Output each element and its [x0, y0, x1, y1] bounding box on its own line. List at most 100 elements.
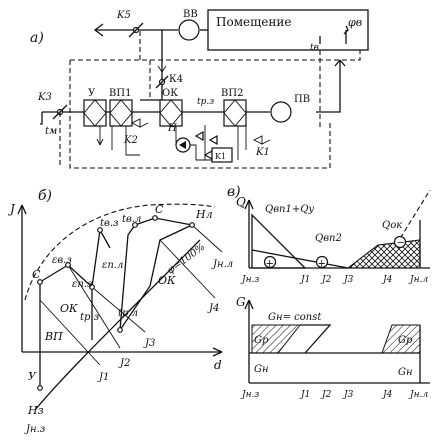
tvl-label: tв.л [122, 214, 141, 225]
vp1-pipe-arrow [96, 138, 104, 146]
u-label: У [88, 88, 96, 99]
pump-arrow-icon [179, 141, 186, 149]
q-tick-jnz: Jн.з [240, 275, 259, 285]
vp2-heater-box [223, 99, 247, 127]
vp1-pipes [99, 126, 113, 150]
humidifier-diamond-icon [83, 99, 107, 127]
point-tvz [97, 227, 103, 233]
tm-label: tм [45, 126, 57, 137]
point-hnz [37, 385, 43, 391]
q-vp1-area [251, 213, 307, 269]
k4-label: К4 [169, 74, 183, 85]
control-line-bottom [69, 60, 331, 169]
gn-right-label: Gн [398, 367, 413, 378]
jnz-diag-label: Jн.з [24, 424, 45, 435]
gp-left-slope [300, 324, 332, 354]
ok-valve-a-icon [194, 130, 204, 142]
vp2-pipes [237, 126, 247, 160]
point-tvl [132, 222, 138, 228]
gp-right-label: Gр [398, 335, 413, 346]
pv-label: ПВ [294, 94, 310, 105]
iso-j3 [91, 286, 146, 333]
bv-fan-icon [178, 19, 200, 41]
vp-label: ВП [44, 330, 63, 343]
point-c-mid [65, 262, 71, 268]
g-tick-j3: J3 [342, 390, 354, 400]
controller-box [211, 147, 233, 163]
iso-j1 [39, 299, 101, 366]
j4-diag-label: J4 [207, 303, 219, 314]
plus-sign-2-glyph: + [318, 259, 326, 270]
phi-sensor [343, 25, 349, 44]
outdoor-air-inlet-corner [40, 112, 43, 125]
panel-label-a: а) [30, 30, 44, 46]
supply-to-room-duct [316, 60, 341, 113]
point-c-left [37, 279, 43, 285]
room-label: Помещение [216, 15, 291, 29]
q-axis-label: Q [236, 195, 246, 209]
summer-line [119, 224, 193, 331]
q-ok-dashed [395, 189, 431, 246]
k2-label: K2 [123, 135, 138, 146]
j-axis-arrow-icon [17, 204, 27, 215]
g-tick-jnz: Jн.з [240, 390, 259, 400]
q-axis-arrow-icon [244, 199, 254, 210]
k2-valve-icon [130, 118, 149, 128]
ventilation-scheme: а) Помещение ВВ K5 К4 tм K3 [30, 9, 369, 169]
u-diag-label: У [28, 370, 37, 383]
summer-heater [119, 224, 136, 331]
g-axis-arrow-icon [244, 299, 254, 310]
g-chart: G Gн= const Gр Gн Gр Gн Jн.з J1 J2 J3 J4… [236, 295, 430, 400]
k5-label: K5 [116, 10, 131, 21]
k5-damper-blade [128, 22, 144, 38]
plus-sign-1-glyph: + [266, 259, 274, 270]
g-tick-j2: J2 [320, 390, 332, 400]
c-right-label: C [155, 203, 164, 216]
k4-arrow-icon [157, 65, 167, 73]
phi-v-label: φв [348, 16, 362, 29]
ok-right-label: ОК [158, 274, 176, 287]
j3-diag-label: J3 [143, 338, 155, 349]
q-tick-j3: J3 [342, 275, 354, 285]
humidifier-box [83, 99, 107, 127]
vp2-diamond-icon [223, 99, 247, 127]
j1-diag-label: J1 [97, 372, 109, 383]
summer-process [134, 217, 193, 226]
j2-diag-label: J2 [118, 358, 130, 369]
g-tick-j4: J4 [381, 390, 393, 400]
q-tick-j2: J2 [320, 275, 332, 285]
q-tick-j4: J4 [381, 275, 393, 285]
ok-diamond-icon [159, 99, 183, 127]
k1-valve-icon [252, 135, 271, 145]
envelope-curve [24, 203, 216, 301]
control-line-top [70, 50, 361, 61]
d-axis-label: d [214, 358, 222, 372]
ok-label: ОК [162, 88, 178, 99]
trl-diag-label: tр.л [118, 308, 138, 319]
phi100-label: φ=100% [165, 242, 207, 277]
g-axis-label: G [236, 295, 246, 309]
q-ok-area [346, 239, 421, 269]
id-diagram: б) J d φ=100% [7, 188, 233, 435]
point-trz [89, 284, 95, 290]
q-tick-jnl: Jн.л [408, 275, 428, 285]
d-axis-arrow-icon [212, 347, 223, 357]
jnl-diag-label: Jн.л [211, 259, 233, 270]
g-tick-jnl: Jн.л [408, 390, 428, 400]
gn-const-label: Gн= const [268, 312, 322, 323]
q-vp2-label: Qвп2 [315, 233, 342, 244]
point-c-right [152, 215, 158, 221]
vp2-label: ВП2 [221, 88, 243, 99]
ok-left-label: ОК [60, 302, 78, 315]
gp-right-area [381, 324, 421, 354]
iso-j2 [67, 264, 121, 349]
q-tick-j1: J1 [299, 275, 310, 285]
pump-label: Н [167, 123, 177, 134]
vp1-label: ВП1 [109, 88, 131, 99]
trz-diag-label: tр.з [80, 312, 99, 323]
q-vp1-label: Qвп1+Qу [265, 204, 314, 215]
minus-sign-glyph: − [397, 238, 405, 249]
hnz-label: Нз [27, 404, 44, 417]
